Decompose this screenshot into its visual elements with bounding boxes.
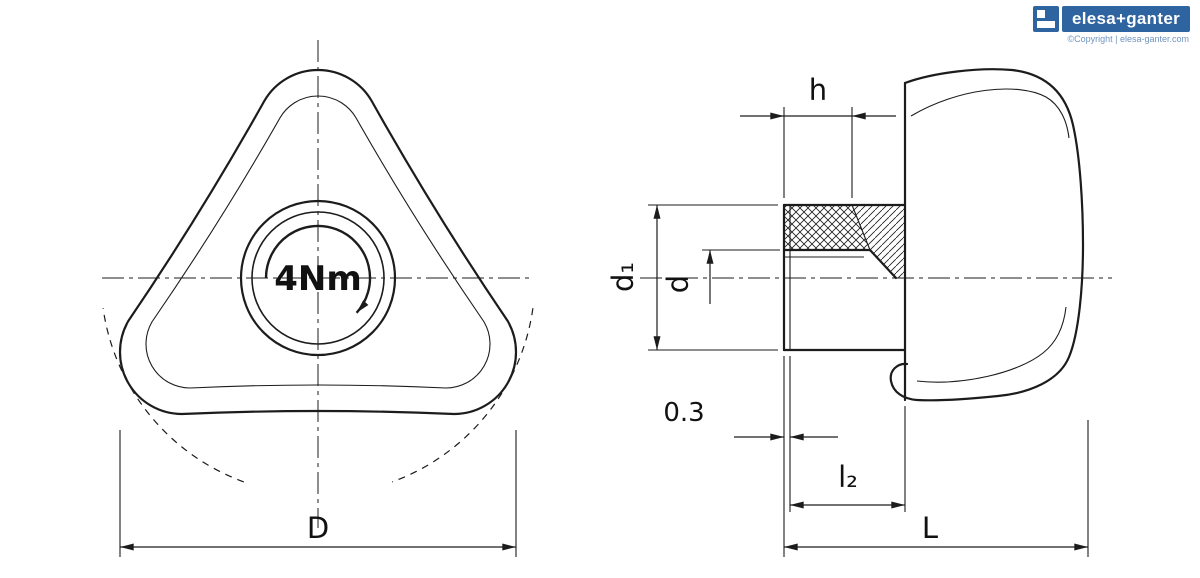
dim-d-label: d	[661, 275, 695, 293]
dimension-h: h	[740, 73, 896, 198]
dimension-face-offset: 0.3	[663, 356, 838, 512]
dim-offset-label: 0.3	[663, 398, 704, 428]
dimension-D: D	[119, 430, 517, 557]
knob-inner-edge	[145, 95, 491, 389]
elesa-ganter-logo-icon	[1032, 6, 1059, 32]
plastic-section	[852, 205, 905, 278]
elesa-ganter-logo: elesa+ganter	[1061, 6, 1190, 32]
threaded-insert-section	[784, 205, 870, 250]
side-view: h d₁ d 0.3	[606, 68, 1112, 557]
handle-bottom-contour	[916, 306, 1067, 383]
handle-outline	[889, 68, 1085, 402]
dimension-d: d	[661, 249, 780, 304]
torque-direction-arrow	[264, 224, 372, 314]
insert-end-edge	[851, 204, 871, 251]
center-boss-outer-circle	[239, 199, 397, 357]
envelope-arc-right	[391, 308, 534, 483]
front-view: 4Nm D	[102, 40, 534, 557]
dimension-l2: l₂	[790, 406, 906, 512]
envelope-arc-left	[102, 308, 245, 483]
knob-outer-outline	[118, 68, 518, 416]
dim-L-label: L	[922, 511, 938, 545]
center-boss-inner-circle	[251, 211, 385, 345]
dimension-d1: d₁	[606, 204, 778, 351]
hole-cone-edge	[868, 248, 898, 280]
torque-value-label: 4Nm	[274, 259, 362, 299]
dim-l2-label: l₂	[838, 460, 858, 494]
copyright-text: ©Copyright | elesa-ganter.com	[1067, 34, 1189, 44]
logo-text: elesa+ganter	[1071, 8, 1180, 28]
dimension-L: L	[783, 356, 1089, 557]
handle-top-contour	[910, 88, 1070, 139]
brand-block: elesa+ganter ©Copyright | elesa-ganter.c…	[1032, 6, 1190, 44]
dim-h-label: h	[809, 73, 827, 107]
logo-row: elesa+ganter	[1032, 6, 1190, 32]
dim-d1-label: d₁	[606, 262, 640, 292]
dim-D-label: D	[307, 511, 329, 545]
